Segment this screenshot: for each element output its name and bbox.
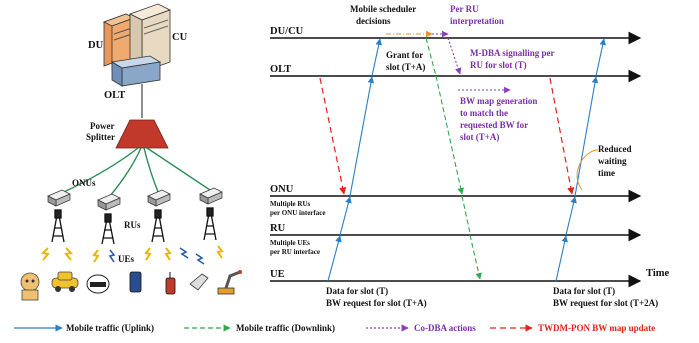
onu-icons [47,187,223,211]
bw-map-update-arrow [549,77,575,195]
co-dba-arrows [432,30,511,94]
grant-line1: Grant for [386,50,423,60]
uplink-arrow [565,196,577,236]
onus-label: ONUs [72,178,96,188]
wireless-link-icons-blue [108,247,205,265]
downlink-arrow [435,75,464,195]
ru-tower-icon [151,209,165,243]
network-topology: DU CU OLT Power Splitter ONUs [20,3,242,301]
row-label-du-cu: DU/CU [270,26,304,37]
ues-label: UEs [118,254,135,264]
row-label-ru: RU [270,223,286,234]
downlink-arrows [425,37,482,280]
legend-uplink-label: Mobile traffic (Uplink) [66,323,154,333]
phone-icon [189,273,209,291]
onu-icon [97,193,121,211]
legend-downlink-label: Mobile traffic (Downlink) [236,323,335,333]
olt-device-icon [110,55,162,87]
timeline: DU/CU OLT ONU RU UE Time Multiple RUs pe… [270,4,669,308]
ru-tower-icon [203,207,217,241]
ru-sub-line2: per RU interface [270,248,320,256]
uplink-arrows [327,38,606,282]
legend-codba-label: Co-DBA actions [414,323,476,333]
walkie-talkie-icon [165,272,176,295]
mobile-scheduler-line1: Mobile scheduler [350,4,416,14]
reduced-waiting-brace [576,149,599,191]
reduced-line3: time [598,168,615,178]
wireless-link-icons [40,245,224,263]
bwmap-line3: requested BW for [460,120,528,130]
uplink-arrow [555,235,568,282]
smartphone-icon [129,271,142,293]
ru-towers [51,207,217,245]
data-right-line1: Data for slot (T) [553,286,615,296]
mdba-line2: RU for slot (T) [470,60,527,70]
ru-tower-icon [51,209,65,243]
mdba-line1: M-DBA signalling per [470,48,555,58]
per-ru-line1: Per RU [450,4,479,14]
downlink-arrow [461,195,471,234]
onu-icon [147,189,171,207]
data-left-line2: BW request for slot (T+A) [326,298,427,308]
uplink-arrow [574,76,599,197]
row-label-olt: OLT [270,64,291,75]
vr-headset-icon [86,274,110,294]
downlink-arrow [425,37,437,77]
grant-line2: slot (T+A) [386,62,425,72]
uplink-arrow [349,76,375,197]
uplink-arrow [327,235,342,282]
reduced-line2: waiting [598,156,627,166]
du-server-icon [102,13,136,71]
downlink-arrow [469,234,482,280]
onu-sub-line1: Multiple RUs [270,200,311,208]
reduced-line1: Reduced [598,144,632,154]
uplink-arrow [339,196,352,236]
legend: Mobile traffic (Uplink) Mobile traffic (… [14,323,655,333]
data-left-line1: Data for slot (T) [326,286,388,296]
splitter-label-line1: Power [90,121,115,131]
onu-icon [47,189,71,207]
per-ru-line2: interpretation [450,16,504,26]
mobile-scheduler-line2: decisions [356,16,391,26]
bwmap-line1: BW map generation [460,96,537,106]
row-label-ue: UE [270,269,285,280]
onu-icon [199,187,223,205]
ru-sub-line1: Multiple UEs [270,239,310,247]
cu-label: CU [172,32,188,43]
uplink-arrow [595,38,606,77]
co-dba-arrow [447,37,462,75]
rus-label: RUs [124,220,141,230]
car-icon [51,271,79,292]
onu-sub-line2: per ONU interface [270,209,325,217]
ue-devices [20,270,242,301]
uplink-arrow [371,38,382,77]
time-axis-label: Time [646,268,669,279]
robot-icon [20,272,40,301]
row-label-onu: ONU [270,184,294,195]
distribution-fibers [63,147,211,197]
du-label: DU [88,40,104,51]
power-splitter-icon [115,119,169,149]
olt-label: OLT [104,90,125,101]
bwmap-line4: slot (T+A) [460,132,499,142]
legend-bwmap-label: TWDM-PON BW map update [538,323,655,333]
robot-arm-icon [217,270,242,295]
data-right-line2: BW request for slot (T+2A) [553,298,658,308]
bw-map-update-arrow [319,77,347,195]
splitter-label-line2: Splitter [86,132,115,142]
ru-tower-icon [101,213,115,245]
bwmap-line2: to match the [460,108,508,118]
